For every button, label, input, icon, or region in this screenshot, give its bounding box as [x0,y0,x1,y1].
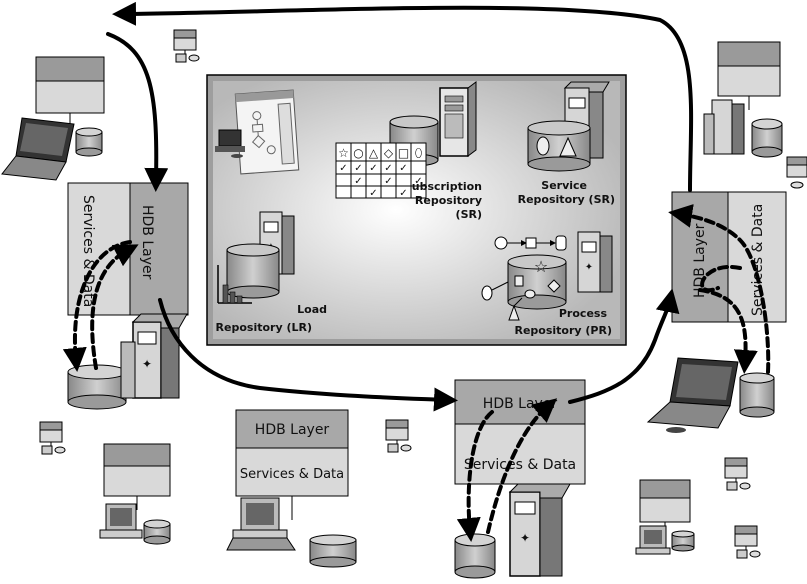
hdb-layer-label: HDB Layer [255,422,330,438]
circle-glyph: ○ [353,146,363,160]
check-mark: ✓ [384,176,392,187]
svg-text:Repository (PR): Repository (PR) [514,324,612,337]
check-mark: ✓ [399,163,407,174]
svg-text:Process: Process [559,307,608,320]
desktop-computer-icon [227,498,295,550]
database-cylinder-icon [740,373,774,417]
database-cylinder-icon: ☆ [508,255,566,309]
database-cylinder-icon [528,121,590,171]
check-mark: ✓ [384,163,392,174]
svg-text:Repository (SR): Repository (SR) [518,193,615,206]
server-tower-icon: ✦ [121,314,187,398]
services-data-label: Services & Data [240,467,344,482]
database-cylinder-icon [227,244,279,298]
station-top-right [704,42,782,157]
station-small-top [174,30,199,62]
svg-text:Repository (LR): Repository (LR) [216,321,312,334]
laptop-icon [648,358,738,433]
desktop-computer-icon [636,526,670,554]
laptop-icon [2,118,74,180]
star-icon: ☆ [534,257,548,276]
server-tower-icon [704,100,744,154]
desktop-computer-icon [100,504,142,538]
check-mark: ✓ [339,163,347,174]
hdb-node-bottom: HDB Layer Services & Data [455,380,585,484]
arrow-down-left [108,34,156,180]
server-tower-icon: ✦ [578,232,612,292]
server-tower-icon: ✦ [510,484,570,576]
check-mark: ✓ [354,163,362,174]
station-top-left [2,57,104,180]
database-cylinder-icon [672,531,694,551]
svg-text:✦: ✦ [520,531,530,545]
station-small-edge [787,157,807,188]
svg-text:Load: Load [297,303,327,316]
station-small-mid [386,420,411,452]
hdb-layer-label: HDB Layer [692,223,708,298]
check-mark: ✓ [399,188,407,199]
svg-text:ubscription: ubscription [412,180,482,193]
database-cylinder-icon [144,520,170,544]
svg-text:Service: Service [541,179,587,192]
svg-text:✦: ✦ [585,262,593,273]
server-tower-icon [440,82,476,156]
station-small-right1 [725,458,750,490]
triangle-glyph: △ [369,146,379,160]
hdb-layer-label: HDB Layer [139,205,155,280]
svg-text:Repository: Repository [415,194,482,207]
svg-text:(SR): (SR) [456,208,482,221]
database-cylinder-icon [455,534,495,578]
check-mark: ✓ [369,188,377,199]
square-glyph: □ [398,146,409,160]
database-cylinder-icon [68,365,126,409]
star-glyph: ☆ [338,146,349,160]
oval-glyph: ⬯ [415,146,423,160]
station-small-right2 [735,526,760,558]
check-mark: ✓ [354,176,362,187]
database-cylinder-icon [752,119,782,157]
services-data-label: Services & Data [464,457,576,473]
check-mark: ✓ [369,163,377,174]
diamond-glyph: ◇ [384,146,394,160]
station-bottom-left [100,444,170,544]
svg-text:✦: ✦ [142,357,152,371]
database-cylinder-icon [310,535,356,567]
station-small-left [40,422,65,454]
station-bottom-right [636,480,694,554]
database-cylinder-icon [76,128,102,156]
